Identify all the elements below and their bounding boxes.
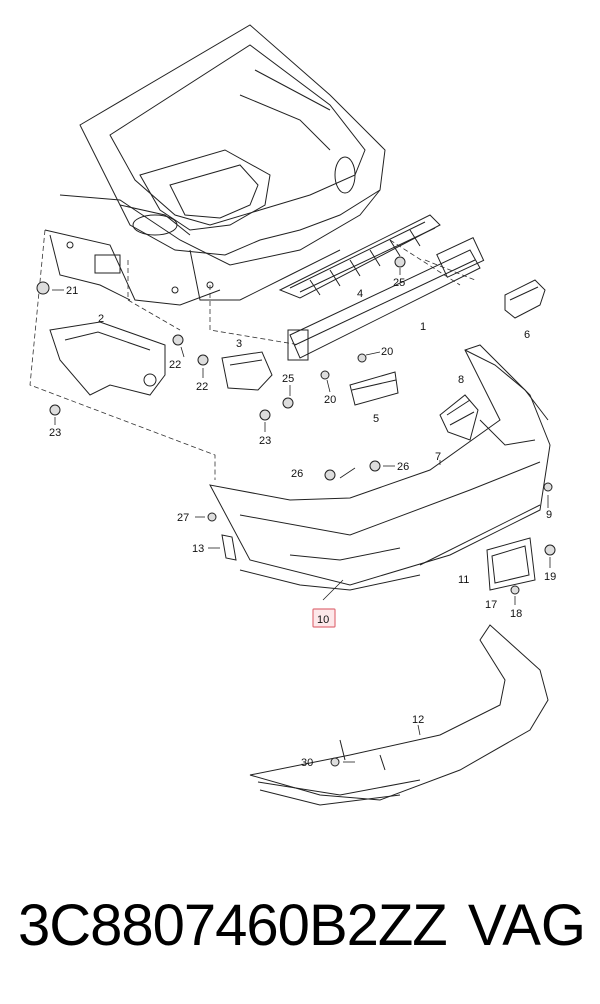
- callout-19: 19: [544, 571, 556, 583]
- callout-11: 11: [458, 574, 469, 586]
- screw-icon-23a: [49, 404, 61, 416]
- exploded-parts-diagram: 1 2 3 4 5 6 7 8 9 10 11 12 13 17 18 19 2…: [29, 24, 556, 806]
- side-bracket-part-2: [49, 321, 166, 396]
- screw-icon-30: [330, 757, 340, 767]
- callout-25a: 25: [393, 277, 405, 289]
- bracket-part-3: [221, 351, 273, 391]
- callout-13: 13: [192, 543, 204, 555]
- callout-30: 30: [301, 757, 313, 769]
- callout-17: 17: [485, 599, 497, 611]
- callout-25b: 25: [282, 373, 294, 385]
- callout-26b: 26: [397, 461, 409, 473]
- nut-icon-25b: [282, 397, 294, 409]
- bumper-beam: [287, 237, 485, 361]
- callout-23a: 23: [49, 427, 61, 439]
- callout-1: 1: [420, 321, 426, 333]
- insert-part-8: [439, 394, 479, 441]
- nut-icon-25a: [394, 256, 406, 268]
- license-plate-holder: [486, 537, 536, 591]
- nut-icon-22a: [172, 334, 184, 346]
- callout-18: 18: [510, 608, 522, 620]
- guide-lines: [29, 229, 476, 480]
- callout-21: 21: [66, 285, 78, 297]
- callout-6: 6: [524, 329, 530, 341]
- callouts: 1 2 3 4 5 6 7 8 9 10 11 12 13 17 18 19 2…: [49, 277, 556, 769]
- callout-2: 2: [98, 313, 104, 325]
- screw-icon-23b: [259, 409, 271, 421]
- screw-icon-26a: [324, 469, 336, 481]
- callout-5: 5: [373, 413, 379, 425]
- callout-10: 10: [317, 614, 329, 626]
- nut-icon-19: [544, 544, 556, 556]
- screw-icon-27: [207, 512, 217, 522]
- callout-8: 8: [458, 374, 464, 386]
- clip-icon-18: [510, 585, 520, 595]
- car-body-rear: [44, 24, 386, 306]
- lower-diffuser: [249, 624, 549, 806]
- fastener-icons: [36, 256, 556, 767]
- trim-strip-part-13: [221, 534, 237, 561]
- reflector-part-5: [349, 371, 399, 406]
- callout-12: 12: [412, 714, 424, 726]
- callout-22a: 22: [169, 359, 181, 371]
- screw-icon-20a: [357, 353, 367, 363]
- bumper-cover: [209, 344, 551, 591]
- screw-icon-20b: [320, 370, 330, 380]
- callout-20a: 20: [381, 346, 393, 358]
- callout-20b: 20: [324, 394, 336, 406]
- callout-10-box: [312, 608, 336, 628]
- clip-icon-9: [543, 482, 553, 492]
- callout-23b: 23: [259, 435, 271, 447]
- leader-lines: [52, 268, 551, 763]
- callout-4: 4: [357, 288, 363, 300]
- callout-26a: 26: [291, 468, 303, 480]
- callout-9: 9: [546, 509, 552, 521]
- callout-3: 3: [236, 338, 242, 350]
- part-number: 3C8807460B2ZZ: [18, 893, 448, 958]
- clip-icon-21: [36, 281, 50, 295]
- callout-7: 7: [435, 451, 441, 463]
- brand-label: VAG: [467, 893, 586, 958]
- callout-22b: 22: [196, 381, 208, 393]
- grille-part: [278, 214, 441, 299]
- screw-icon-26b: [369, 460, 381, 472]
- nut-icon-22b: [197, 354, 209, 366]
- callout-27: 27: [177, 512, 189, 524]
- bracket-part-6: [504, 279, 546, 319]
